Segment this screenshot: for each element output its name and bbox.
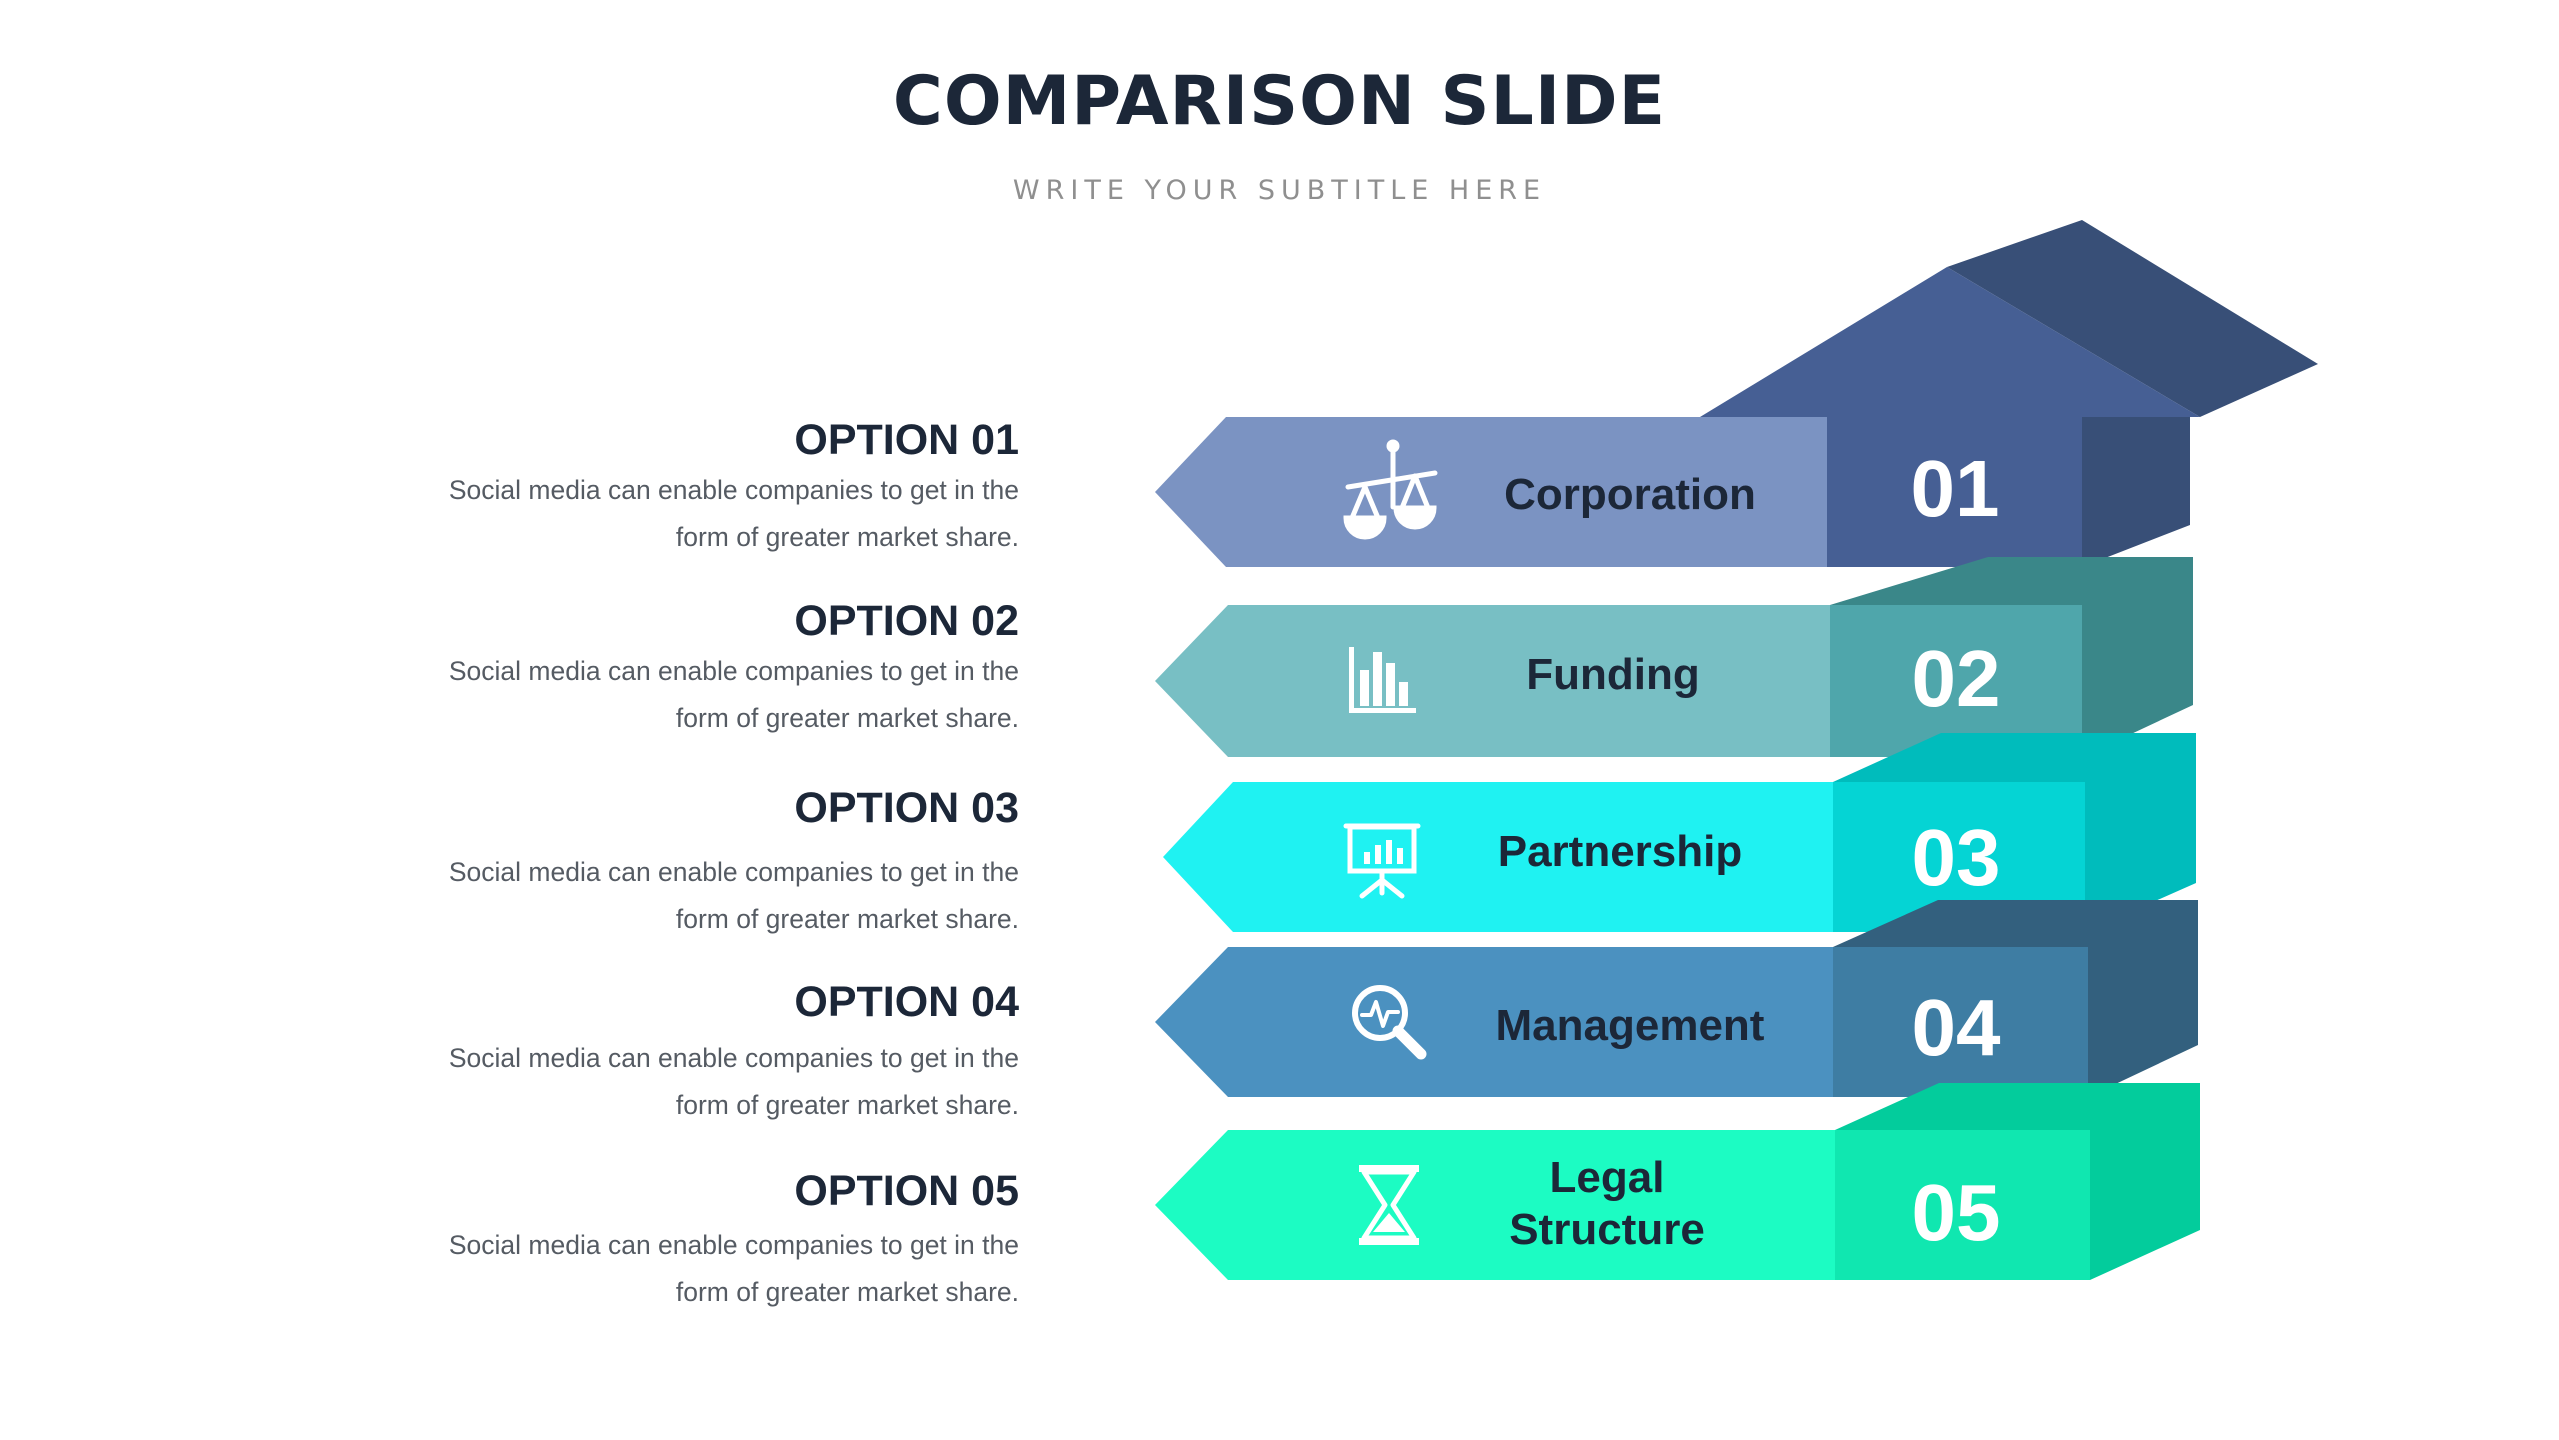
step-side (1830, 557, 2193, 757)
option-title: OPTION 02 (794, 597, 1019, 645)
step-number: 02 (1912, 634, 2001, 723)
roof-side (1947, 220, 2318, 417)
step-number-block (1830, 605, 2082, 757)
option-desc-line1: Social media can enable companies to get… (448, 1043, 1019, 1073)
roof (1700, 220, 2318, 417)
step-label: Management (1496, 1001, 1765, 1050)
step-label-line2: Structure (1509, 1205, 1705, 1254)
step-number-block (1833, 947, 2088, 1097)
step-arrow (1155, 947, 1833, 1097)
step-side (1833, 733, 2196, 932)
option-desc-line2: form of greater market share. (675, 522, 1019, 552)
step-1: Corporation 01 (1155, 417, 2190, 567)
option-3: OPTION 03 Social media can enable compan… (319, 783, 1019, 943)
hourglass-icon (1359, 1165, 1419, 1245)
option-description: Social media can enable companies to get… (319, 648, 1019, 742)
scales-icon (1343, 439, 1438, 540)
step-number: 05 (1912, 1168, 2001, 1257)
magnifier-pulse-icon (1352, 985, 1427, 1060)
option-desc-line2: form of greater market share. (675, 1090, 1019, 1120)
presentation-board-icon (1343, 823, 1421, 899)
step-5: Legal Structure 05 (1155, 1083, 2200, 1280)
bar-chart-icon (1349, 647, 1416, 713)
page-subtitle: WRITE YOUR SUBTITLE HERE (1012, 175, 1547, 206)
step-number: 03 (1912, 813, 2001, 902)
step-label: Corporation (1504, 470, 1756, 519)
step-number-block (1827, 417, 2082, 567)
page-title: COMPARISON SLIDE (892, 62, 1667, 141)
step-arrow (1155, 605, 1830, 757)
step-2: Funding 02 (1155, 557, 2193, 757)
option-description: Social media can enable companies to get… (319, 467, 1019, 561)
step-number-block (1835, 1130, 2090, 1280)
option-desc-line1: Social media can enable companies to get… (448, 857, 1019, 887)
option-description: Social media can enable companies to get… (319, 849, 1019, 943)
option-title: OPTION 03 (794, 784, 1019, 832)
step-arrow (1163, 782, 1833, 932)
option-description: Social media can enable companies to get… (319, 1222, 1019, 1316)
option-1: OPTION 01 Social media can enable compan… (319, 415, 1019, 561)
step-number: 04 (1912, 983, 2001, 1072)
option-desc-line1: Social media can enable companies to get… (448, 1230, 1019, 1260)
step-label: Funding (1526, 650, 1700, 699)
option-5: OPTION 05 Social media can enable compan… (319, 1166, 1019, 1316)
option-desc-line1: Social media can enable companies to get… (448, 656, 1019, 686)
option-description: Social media can enable companies to get… (319, 1035, 1019, 1129)
step-4: Management 04 (1155, 900, 2198, 1097)
option-desc-line2: form of greater market share. (675, 904, 1019, 934)
step-label: Partnership (1498, 827, 1743, 876)
option-title: OPTION 05 (794, 1167, 1019, 1215)
option-desc-line2: form of greater market share. (675, 1277, 1019, 1307)
step-arrow (1155, 417, 1827, 567)
step-side (2082, 417, 2190, 567)
step-arrow (1155, 1130, 1835, 1280)
option-desc-line1: Social media can enable companies to get… (448, 475, 1019, 505)
option-title: OPTION 04 (794, 978, 1019, 1026)
option-desc-line2: form of greater market share. (675, 703, 1019, 733)
option-title: OPTION 01 (794, 416, 1019, 464)
step-number: 01 (1911, 444, 2000, 533)
option-4: OPTION 04 Social media can enable compan… (319, 977, 1019, 1129)
step-label-line1: Legal (1550, 1153, 1665, 1202)
step-side (1835, 1083, 2200, 1280)
step-side (1833, 900, 2198, 1097)
option-2: OPTION 02 Social media can enable compan… (319, 596, 1019, 742)
roof-front (1700, 267, 2200, 417)
